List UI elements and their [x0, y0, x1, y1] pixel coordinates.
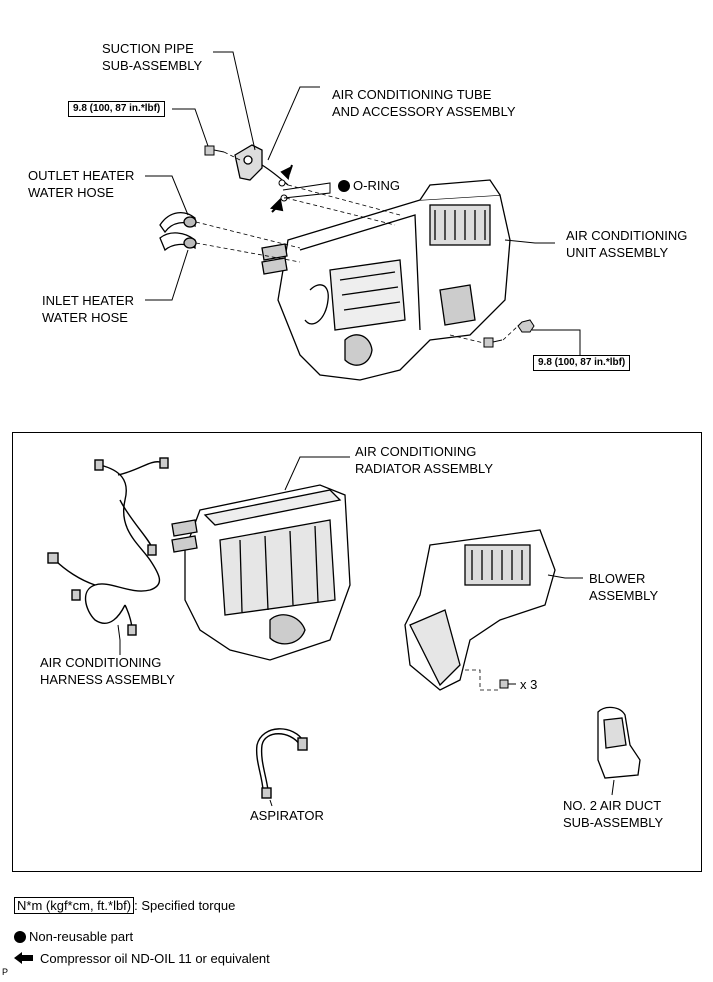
ac-tube-label-line1: AIR CONDITIONING TUBE	[332, 87, 492, 102]
harness-label-line1: AIR CONDITIONING	[40, 655, 162, 670]
duct-label: NO. 2 AIR DUCT SUB-ASSEMBLY	[563, 797, 663, 831]
ac-unit-label: AIR CONDITIONING UNIT ASSEMBLY	[566, 227, 687, 261]
leader-lines-bottom	[117, 456, 615, 807]
radiator-label-line2: RADIATOR ASSEMBLY	[355, 461, 493, 476]
aspirator-illustration	[255, 728, 308, 799]
ac-tube-label-line2: AND ACCESSORY ASSEMBLY	[332, 104, 516, 119]
oil-arrow-lower-icon	[269, 197, 284, 213]
legend-compressor-oil: Compressor oil ND-OIL 11 or equivalent	[40, 950, 270, 967]
outlet-hose-label-line2: WATER HOSE	[28, 185, 114, 200]
torque-spec-bottom-text: 9.8 (100, 87 in.*lbf)	[538, 357, 626, 368]
corner-mark-text: P	[2, 967, 9, 977]
bolt-bottom-illustration	[483, 319, 535, 348]
radiator-label: AIR CONDITIONING RADIATOR ASSEMBLY	[355, 443, 493, 477]
torque-spec-top-text: 9.8 (100, 87 in.*lbf)	[73, 103, 161, 114]
legend-torque-text: : Specified torque	[134, 898, 236, 913]
radiator-label-line1: AIR CONDITIONING	[355, 444, 477, 459]
ac-unit-illustration	[261, 179, 511, 381]
outlet-hose-label: OUTLET HEATER WATER HOSE	[28, 167, 134, 201]
ac-unit-label-line2: UNIT ASSEMBLY	[566, 245, 669, 260]
duct-label-line1: NO. 2 AIR DUCT	[563, 798, 662, 813]
harness-illustration	[47, 457, 169, 636]
legend-non-reusable-text: Non-reusable part	[29, 929, 134, 944]
screw-count-text: x 3	[520, 677, 538, 692]
inlet-hose-label: INLET HEATER WATER HOSE	[42, 292, 134, 326]
legend-non-reusable: Non-reusable part	[14, 928, 133, 945]
blower-label-line2: ASSEMBLY	[589, 588, 659, 603]
legend-compressor-oil-text: Compressor oil ND-OIL 11 or equivalent	[40, 951, 270, 966]
heater-hoses-illustration	[159, 212, 197, 252]
inlet-hose-label-line1: INLET HEATER	[42, 293, 134, 308]
dashed-guides-bottom	[465, 669, 500, 691]
harness-label: AIR CONDITIONING HARNESS ASSEMBLY	[40, 654, 175, 688]
components-frame	[12, 432, 702, 872]
torque-spec-bottom: 9.8 (100, 87 in.*lbf)	[533, 355, 631, 371]
suction-pipe-label: SUCTION PIPE SUB-ASSEMBLY	[102, 40, 202, 74]
dashed-guides-top	[195, 151, 519, 344]
corner-mark: P	[2, 967, 8, 977]
suction-pipe-label-line1: SUCTION PIPE	[102, 41, 194, 56]
o-ring-upper	[278, 179, 286, 187]
ac-unit-label-line1: AIR CONDITIONING	[566, 228, 688, 243]
screw-illustration	[499, 679, 516, 689]
legend-torque-unit: N*m (kgf*cm, ft.*lbf)	[14, 897, 135, 914]
aspirator-label-text: ASPIRATOR	[250, 808, 324, 823]
harness-label-line2: HARNESS ASSEMBLY	[40, 672, 175, 687]
non-reusable-dot-icon	[338, 180, 350, 192]
ac-tube-label: AIR CONDITIONING TUBE AND ACCESSORY ASSE…	[332, 86, 516, 120]
o-ring-label: O-RING	[338, 177, 400, 194]
suction-pipe-label-line2: SUB-ASSEMBLY	[102, 58, 203, 73]
suction-pipe-illustration	[234, 144, 289, 186]
legend-dot-icon	[14, 931, 26, 943]
bolt-top-illustration	[204, 145, 225, 156]
outlet-hose-label-line1: OUTLET HEATER	[28, 168, 135, 183]
blower-label-line1: BLOWER	[589, 571, 646, 586]
compressor-oil-arrow-icon	[14, 952, 33, 964]
inlet-hose-label-line2: WATER HOSE	[42, 310, 128, 325]
torque-spec-top: 9.8 (100, 87 in.*lbf)	[68, 101, 166, 117]
legend-torque: N*m (kgf*cm, ft.*lbf): Specified torque	[14, 897, 235, 914]
leader-lines-top	[145, 51, 581, 356]
duct-label-line2: SUB-ASSEMBLY	[563, 815, 664, 830]
blower-label: BLOWER ASSEMBLY	[589, 570, 658, 604]
screw-count-label: x 3	[520, 676, 537, 693]
o-ring-label-text: O-RING	[353, 178, 400, 193]
blower-illustration	[404, 529, 556, 691]
air-duct-illustration	[597, 706, 641, 779]
oil-arrow-upper-icon	[280, 164, 293, 181]
aspirator-label: ASPIRATOR	[250, 807, 324, 824]
radiator-illustration	[171, 484, 351, 661]
